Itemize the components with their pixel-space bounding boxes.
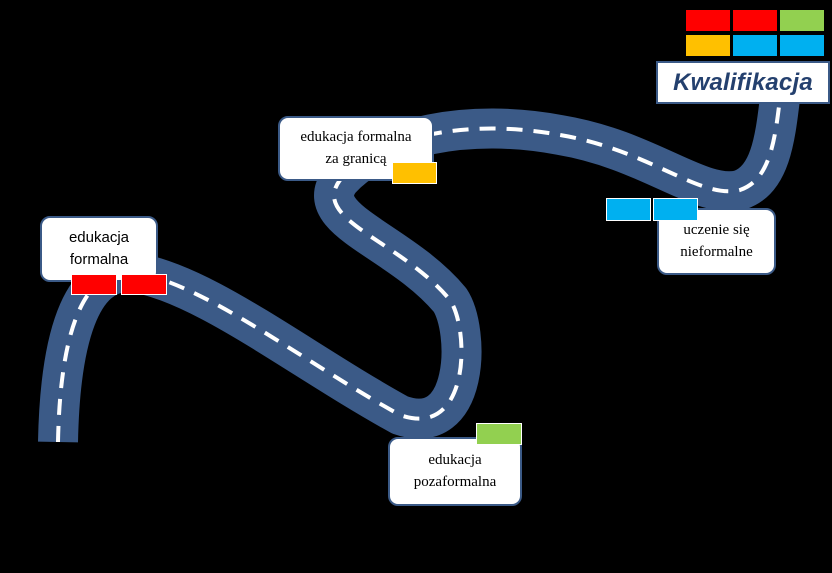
station-nonformal-line2: pozaformalna <box>413 473 497 490</box>
marker-informal-1 <box>606 198 651 221</box>
legend-tile-1 <box>686 10 730 31</box>
qualification-title: Kwalifikacja <box>673 68 813 96</box>
station-nonformal-line1: edukacja <box>428 451 482 468</box>
station-informal-learning: uczenie się nieformalne <box>657 208 776 275</box>
station-informal-line1: uczenie się <box>683 221 750 238</box>
station-formal-line1: edukacja <box>68 229 130 247</box>
station-informal-line2: nieformalne <box>680 243 753 260</box>
marker-formal-1 <box>71 274 117 295</box>
station-formal-education: edukacja formalna <box>40 216 158 282</box>
station-abroad-line2: za granicą <box>325 150 387 167</box>
legend-tile-5 <box>733 35 777 56</box>
marker-nonformal <box>476 423 522 445</box>
legend-tile-4 <box>686 35 730 56</box>
legend-tile-6 <box>780 35 824 56</box>
legend-tile-3 <box>780 10 824 31</box>
legend-tile-2 <box>733 10 777 31</box>
qualification-title-box: Kwalifikacja <box>656 61 830 104</box>
station-formal-line2: formalna <box>69 251 129 268</box>
station-abroad-line1: edukacja formalna <box>300 128 412 145</box>
marker-informal-2 <box>653 198 698 221</box>
marker-abroad <box>392 162 437 184</box>
marker-formal-2 <box>121 274 167 295</box>
station-nonformal-education: edukacja pozaformalna <box>388 437 522 506</box>
